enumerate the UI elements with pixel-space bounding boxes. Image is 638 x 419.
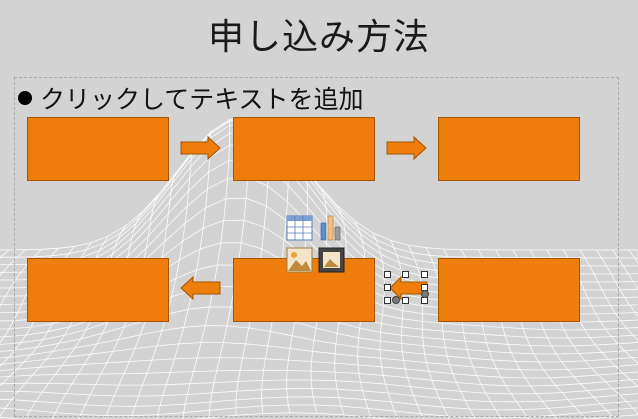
insert-table-icon[interactable] [286,215,313,241]
right-arrow-2[interactable] [386,136,428,160]
content-placeholder[interactable] [14,77,619,417]
process-box-2[interactable] [233,117,375,181]
bullet-text-placeholder[interactable]: クリックしてテキストを追加 [18,80,364,116]
process-box-3[interactable] [438,117,580,181]
insert-picture-icon[interactable] [286,247,313,273]
selection-handle[interactable] [384,297,391,304]
selection-handle[interactable] [402,297,409,304]
content-insert-icons [286,215,346,275]
adjust-handle[interactable] [392,296,400,304]
insert-video-icon[interactable] [318,247,345,273]
selection-handle[interactable] [402,271,409,278]
left-arrow-2[interactable] [179,276,221,300]
selection-handle[interactable] [421,271,428,278]
selection-handle[interactable] [384,284,391,291]
placeholder-text: クリックしてテキストを追加 [40,85,364,114]
selection-handle[interactable] [421,297,428,304]
process-box-1[interactable] [27,117,169,181]
selection-handle[interactable] [384,271,391,278]
process-box-4[interactable] [438,258,580,322]
right-arrow-1[interactable] [180,136,222,160]
process-box-6[interactable] [27,258,169,322]
adjust-handle[interactable] [421,290,429,298]
insert-chart-icon[interactable] [320,215,341,241]
slide-title[interactable]: 申し込み方法 [207,17,430,58]
bullet-icon [18,91,32,105]
